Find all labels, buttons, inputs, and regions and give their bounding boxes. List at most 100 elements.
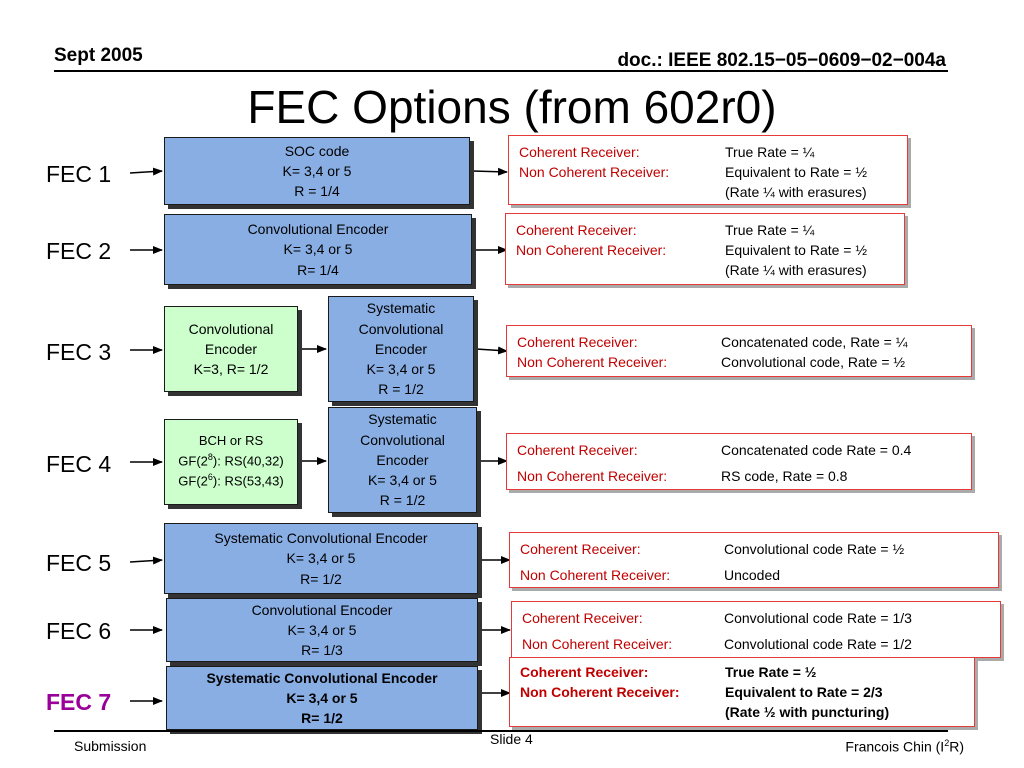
receiver-type: Non Coherent Receiver: [520,684,680,700]
receiver-type: Coherent Receiver: [520,541,641,557]
result-box-fec6: Coherent Receiver: Convolutional code Rat… [511,601,1001,658]
encoder-line: R= 1/3 [301,642,343,659]
receiver-rate: Convolutional code Rate = ½ [724,541,905,557]
page-title: FEC Options (from 602r0) [247,81,777,133]
receiver-type: Coherent Receiver: [517,442,638,458]
fec-label-5: FEC 5 [46,550,112,576]
receiver-type: Non Coherent Receiver: [522,636,673,652]
receiver-type [516,260,725,280]
receiver-rate: (Rate ½ with puncturing) [725,704,890,720]
fec-label-1: FEC 1 [46,161,112,187]
encoder-line: K= 3,4 or 5 [286,689,358,706]
encoder-line: Encoder [376,451,429,468]
encoder-line: Convolutional [358,320,444,337]
encoder-line: Systematic Convolutional Encoder [206,669,438,686]
gf-text: ): RS(53,43) [212,473,284,489]
encoder-box-fec2: Convolutional Encoder K= 3,4 or 5 R= 1/4 [164,214,472,285]
result-box-fec3: Coherent Receiver: Concatenated code, Rat… [506,325,972,377]
encoder-box-fec1: SOC code K= 3,4 or 5 R = 1/4 [164,137,470,205]
arrow-fec1-in [129,167,163,176]
receiver-type: Non Coherent Receiver: [520,567,671,583]
encoder-line: R = 1/2 [378,381,424,398]
receiver-type: Non Coherent Receiver: [517,354,668,370]
footer-divider [54,730,948,732]
encoder-line: Encoder [374,340,428,357]
receiver-type: Coherent Receiver: [520,664,649,680]
encoder-box-fec3-outer: Systematic Convolutional Encoder K= 3,4 … [328,296,474,402]
encoder-line: R= 1/2 [300,570,342,587]
receiver-rate: True Rate = ½ [725,664,817,680]
author-suffix: R) [949,738,964,755]
encoder-box-fec5: Systematic Convolutional Encoder K= 3,4 … [164,523,478,594]
receiver-rate: Convolutional code Rate = 1/2 [724,636,912,652]
encoder-line: K=3, R= 1/2 [193,361,269,378]
encoder-box-fec3-inner: Convolutional Encoder K=3, R= 1/2 [164,306,298,392]
fec-label-6: FEC 6 [46,618,112,644]
receiver-type: Non Coherent Receiver: [519,164,670,180]
receiver-type: Coherent Receiver: [516,222,637,238]
fec-label-3: FEC 3 [46,339,112,365]
receiver-rate: RS code, Rate = 0.8 [721,468,848,484]
document-id: doc.: IEEE 802.15−05−0609−02−004a [617,50,946,71]
receiver-rate: Concatenated code, Rate = ¼ [721,334,908,350]
encoder-box-fec7: Systematic Convolutional Encoder K= 3,4 … [166,666,478,730]
encoder-box-fec4-outer: Systematic Convolutional Encoder K= 3,4 … [328,407,477,513]
result-box-fec1: Coherent Receiver: True Rate = ¼ Non Cohe… [508,135,908,205]
receiver-type: Coherent Receiver: [522,610,643,626]
receiver-rate: Convolutional code, Rate = ½ [721,354,906,370]
encoder-line: K= 3,4 or 5 [287,621,357,638]
encoder-line: GF(26): RS(53,43) [178,471,283,491]
encoder-line: GF(28): RS(40,32) [178,451,283,471]
encoder-line: Systematic [368,411,437,428]
receiver-type: Non Coherent Receiver: [516,242,667,258]
gf-exponent: 6 [207,472,213,483]
encoder-line: R= 1/2 [301,710,343,727]
result-box-fec5: Coherent Receiver: Convolutional code Rat… [509,532,999,588]
author-sup: 2 [944,738,950,748]
encoder-box-fec4-inner: BCH or RS GF(28): RS(40,32) GF(26): RS(5… [164,419,298,505]
encoder-line: Systematic Convolutional Encoder [214,530,428,547]
encoder-line: K= 3,4 or 5 [366,361,436,378]
encoder-line: Convolutional [360,431,445,448]
encoder-line: R= 1/4 [297,261,339,278]
header-divider [54,70,948,72]
encoder-line: SOC code [284,142,350,159]
encoder-line: Convolutional Encoder [247,221,389,238]
receiver-rate: Convolutional code Rate = 1/3 [724,610,912,626]
result-box-fec2: Coherent Receiver:True Rate = ¼ Non Cohe… [505,213,905,285]
gf-text: ): RS(40,32) [212,453,284,469]
receiver-rate: Equivalent to Rate = ½ [725,164,868,180]
encoder-line: K= 3,4 or 5 [282,162,352,179]
encoder-line: Systematic [366,300,436,317]
gf-text: GF(2 [178,453,208,469]
arrow-fec5-in [129,556,163,565]
receiver-rate: (Rate ¼ with erasures) [725,184,867,200]
receiver-type [520,702,725,722]
encoder-line: K= 3,4 or 5 [283,241,353,258]
encoder-line: K= 3,4 or 5 [286,550,356,567]
arrow-fec1-out [471,167,508,176]
author-name: Francois Chin (I [845,738,945,755]
receiver-type: Coherent Receiver: [517,334,638,350]
encoder-line: Convolutional Encoder [251,601,393,618]
fec-label-4: FEC 4 [46,451,112,477]
encoder-line: Convolutional [188,320,274,337]
fec-label-7: FEC 7 [46,689,112,715]
receiver-rate: (Rate ¼ with erasures) [725,262,867,278]
receiver-type: Coherent Receiver: [519,144,640,160]
arrow-fec3-out [475,346,508,355]
receiver-type [519,182,725,202]
receiver-rate: Equivalent to Rate = 2/3 [725,684,883,700]
receiver-type: Non Coherent Receiver: [517,468,668,484]
encoder-line: R = 1/2 [379,492,426,509]
encoder-line: R = 1/4 [294,183,340,200]
encoder-line: Encoder [204,340,258,357]
gf-exponent: 8 [207,452,213,463]
encoder-box-fec6: Convolutional Encoder K= 3,4 or 5 R= 1/3 [166,598,478,662]
result-box-fec4: Coherent Receiver:Concatenated code Rate… [506,433,972,490]
receiver-rate: True Rate = ¼ [725,144,815,160]
fec-label-2: FEC 2 [46,238,112,264]
slide-number: Slide 4 [490,731,533,747]
receiver-rate: Uncoded [724,567,781,583]
